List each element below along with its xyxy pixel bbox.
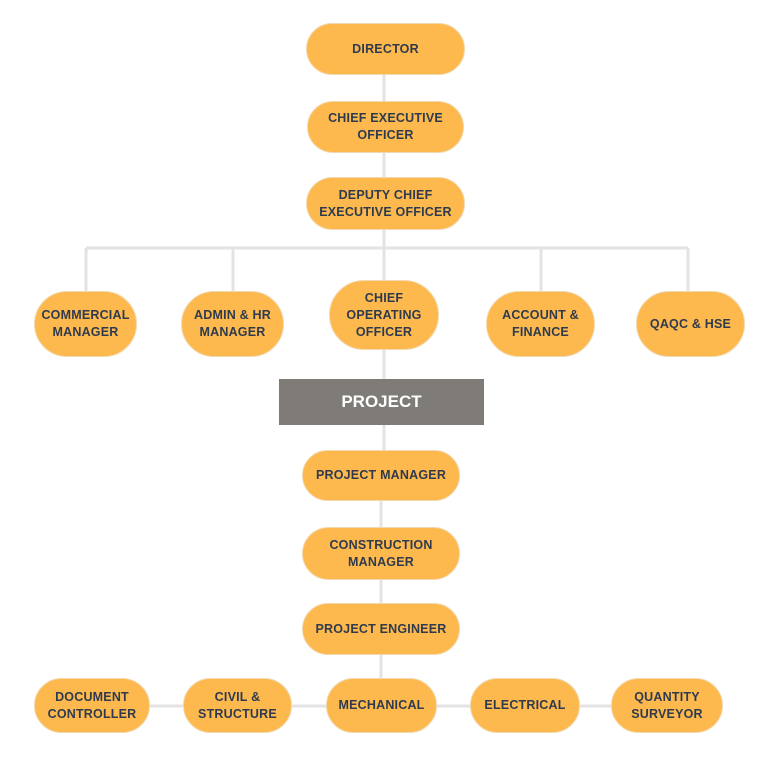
deputy-ceo-node: DEPUTY CHIEF EXECUTIVE OFFICER (306, 177, 465, 230)
electrical-node: ELECTRICAL (470, 678, 580, 733)
qaqc-hse-node: QAQC & HSE (636, 291, 745, 357)
qaqc-hse-label: QAQC & HSE (649, 316, 732, 331)
deputy-ceo-label: DEPUTY CHIEF EXECUTIVE OFFICER (319, 187, 452, 219)
document-controller-label: DOCUMENT CONTROLLER (47, 689, 137, 721)
mechanical-label: MECHANICAL (338, 698, 425, 712)
project-engineer-label: PROJECT ENGINEER (315, 621, 447, 636)
director-label: DIRECTOR (352, 41, 419, 56)
quantity-surveyor-label: QUANTITY SURVEYOR (631, 689, 703, 721)
commercial-manager-node: COMMERCIAL MANAGER (34, 291, 137, 357)
director-node: DIRECTOR (306, 23, 465, 75)
electrical-label: ELECTRICAL (484, 698, 566, 712)
project-engineer-node: PROJECT ENGINEER (302, 603, 460, 655)
coo-label: CHIEF OPERATING OFFICER (346, 290, 422, 339)
mechanical-node: MECHANICAL (326, 678, 437, 733)
document-controller-node: DOCUMENT CONTROLLER (34, 678, 150, 733)
ceo-label: CHIEF EXECUTIVE OFFICER (328, 111, 443, 142)
account-finance-label: ACCOUNT & FINANCE (502, 308, 579, 339)
admin-hr-manager-node: ADMIN & HR MANAGER (181, 291, 284, 357)
account-finance-node: ACCOUNT & FINANCE (486, 291, 595, 357)
civil-structure-node: CIVIL & STRUCTURE (183, 678, 292, 733)
project-manager-label: PROJECT MANAGER (315, 468, 447, 482)
civil-structure-label: CIVIL & STRUCTURE (198, 689, 277, 721)
project-section-header: PROJECT (279, 379, 484, 425)
commercial-manager-label: COMMERCIAL MANAGER (41, 308, 130, 339)
construction-manager-label: CONSTRUCTION MANAGER (329, 537, 433, 569)
coo-node: CHIEF OPERATING OFFICER (329, 280, 439, 350)
project-section-label: PROJECT (341, 392, 422, 411)
admin-hr-manager-label: ADMIN & HR MANAGER (194, 308, 271, 339)
project-manager-node: PROJECT MANAGER (302, 450, 460, 501)
quantity-surveyor-node: QUANTITY SURVEYOR (611, 678, 723, 733)
construction-manager-node: CONSTRUCTION MANAGER (302, 527, 460, 580)
ceo-node: CHIEF EXECUTIVE OFFICER (307, 101, 464, 153)
